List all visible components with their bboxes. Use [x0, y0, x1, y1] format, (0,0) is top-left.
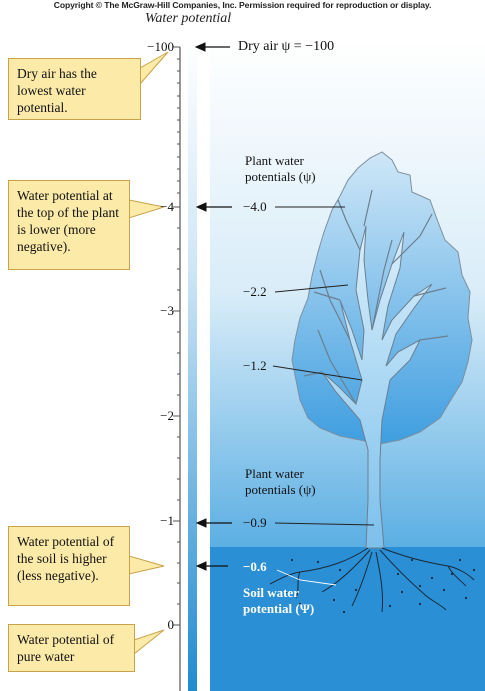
dry-air-label: Dry air ψ = −100 — [238, 39, 335, 54]
soil-dot — [332, 598, 336, 602]
soil-dot — [298, 602, 302, 606]
copyright-notice: Copyright © The McGraw-Hill Companies, I… — [53, 0, 432, 10]
callout-plant-top: Water potential at the top of the plant … — [8, 180, 130, 270]
tick-label: −1 — [160, 513, 174, 528]
soil-dot — [464, 596, 468, 600]
plant-value: −0.9 — [243, 515, 267, 530]
soil-dots — [284, 558, 476, 614]
axis-title: Water potential — [145, 11, 232, 26]
tree-branches — [303, 189, 449, 405]
callout-soil: Water potential of the soil is higher (l… — [8, 526, 130, 606]
plant-value: −4.0 — [243, 199, 267, 214]
callout-pointers — [128, 51, 169, 656]
leader-lines — [272, 206, 375, 586]
potential-bar — [188, 40, 197, 691]
soil-dot — [418, 602, 422, 606]
plant-value: −1.2 — [243, 358, 267, 373]
axis-minor-ticks — [173, 46, 180, 626]
soil-dot — [342, 610, 346, 614]
soil-dot — [472, 568, 476, 572]
gap-strip — [196, 40, 210, 691]
axis-arrows — [194, 42, 232, 571]
soil-dot — [388, 604, 392, 608]
soil-dot — [290, 558, 294, 562]
plant-potentials-label-bottom: Plant water potentials (ψ) — [245, 466, 316, 497]
soil-dot — [284, 590, 288, 594]
soil-dot — [450, 572, 454, 576]
soil-dot — [338, 568, 342, 572]
soil-label: Soil water potential (Ψ) — [243, 585, 315, 616]
soil-dot — [316, 560, 320, 564]
soil-dot — [442, 588, 446, 592]
soil-dot — [410, 558, 414, 562]
soil-dot — [458, 558, 462, 562]
soil-dot — [354, 588, 358, 592]
tick-label: 0 — [167, 617, 175, 632]
tree-roots — [269, 547, 475, 613]
soil-dot — [418, 584, 422, 588]
soil-dot — [430, 576, 434, 580]
callout-dry-air: Dry air has the lowest water potential. — [8, 58, 141, 120]
tick-label: −100 — [147, 39, 174, 54]
callout-pure-water: Water potential of pure water — [8, 624, 135, 672]
soil-dot — [396, 572, 400, 576]
soil-value: −0.6 — [243, 559, 267, 574]
plant-potentials-label-top: Plant water potentials (ψ) — [245, 153, 316, 184]
tree-trunk — [321, 225, 433, 549]
soil-dot — [400, 590, 404, 594]
plant-value: −2.2 — [243, 284, 267, 299]
tick-label: −4 — [160, 199, 174, 214]
tick-label: −3 — [160, 303, 174, 318]
tick-label: −2 — [160, 408, 174, 423]
soil-region — [210, 547, 485, 691]
